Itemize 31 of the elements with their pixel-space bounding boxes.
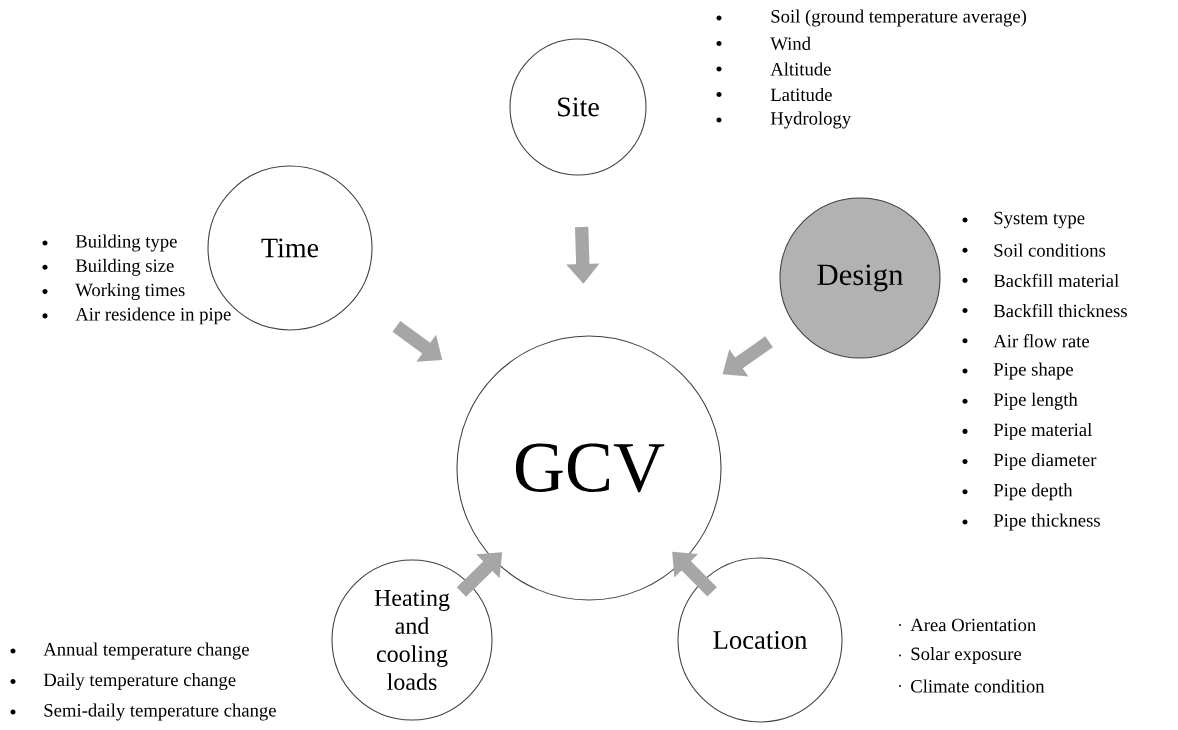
list-item: Climate condition [911,679,1045,693]
list-item: Area Orientation [910,618,1036,632]
list-item: System type [994,211,1085,229]
list-item: Backfill thickness [993,303,1127,318]
list-item: Daily temperature change [43,673,236,690]
list-item: Latitude [770,87,832,102]
circle-node: Location [677,557,843,723]
list-item: Wind [770,36,811,51]
list-item: Building type [75,234,177,252]
list-item: Pipe length [993,392,1078,410]
list-item: Building size [75,258,174,276]
list-item: Soil conditions [994,243,1106,257]
list-item: Altitude [770,62,831,76]
list-item: Hydrology [770,111,852,129]
list-item: Air flow rate [993,334,1090,348]
list-item: Annual temperature change [43,642,249,660]
list-item: Semi-daily temperature change [44,703,276,721]
list-item: Pipe shape [993,362,1073,380]
circle-node: Design [779,197,941,359]
list-item: Soil (ground temperature average) [771,9,1027,27]
list-item: Pipe thickness [993,513,1100,531]
list-item: Pipe material [993,422,1092,440]
list-item: Working times [75,283,185,301]
circle-node: Heating and cooling loads [331,559,493,721]
list-item: Pipe depth [993,483,1073,501]
list-item: Pipe diameter [993,453,1097,471]
circle-node: GCV [456,335,722,601]
list-item: Backfill material [993,273,1119,288]
list-item: Solar exposure [911,647,1022,664]
circle-node: Site [509,38,647,176]
block-arrow [672,551,717,597]
